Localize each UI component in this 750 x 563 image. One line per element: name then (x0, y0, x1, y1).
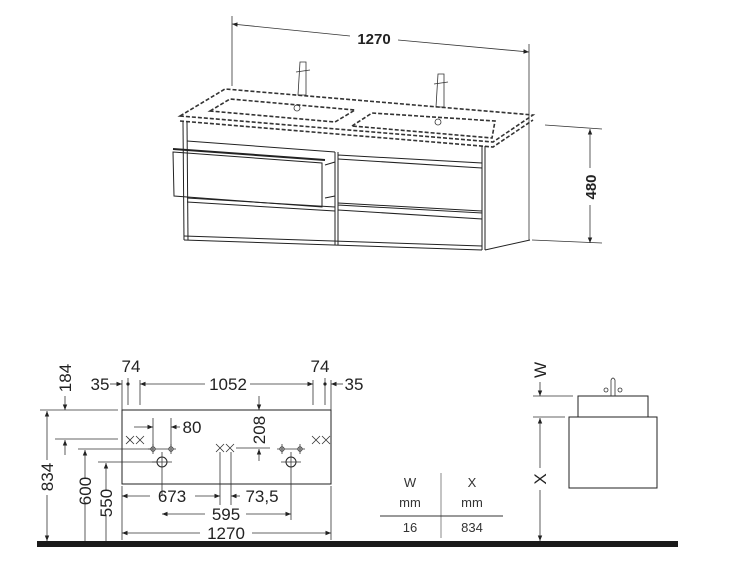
table-header-w: W (404, 475, 417, 490)
table-value-x: 834 (461, 520, 483, 535)
faucet-left (293, 61, 311, 112)
drawer-bottom-left (186, 197, 336, 208)
drawer-top-left-open (172, 151, 323, 208)
height-label: 480 (583, 174, 600, 199)
vanity-cabinet (172, 121, 531, 251)
dim-550: 550 (97, 489, 116, 517)
dim-673: 673 (158, 487, 186, 506)
dim-74-right: 74 (311, 357, 330, 376)
faucet-side (603, 377, 623, 396)
table-unit-x: mm (461, 495, 483, 510)
tap-hole-right (277, 444, 305, 520)
dim-600: 600 (76, 477, 95, 505)
side-w-label: W (531, 362, 550, 378)
dim-834: 834 (38, 463, 57, 491)
table-header-x: X (468, 475, 477, 490)
dim-35-left: 35 (91, 375, 110, 394)
basin-side (577, 395, 649, 418)
floor-line (37, 541, 678, 547)
dim-80: 80 (183, 418, 202, 437)
drawer-top-right (337, 154, 483, 214)
width-dim-arrow-left (231, 22, 351, 37)
fixing-points (125, 435, 331, 453)
basin-right (349, 112, 496, 139)
side-view: W X (531, 362, 658, 541)
dimension-table: W X mm mm 16 834 (380, 473, 503, 538)
dim-74-left: 74 (122, 357, 141, 376)
dim-184: 184 (56, 364, 75, 392)
countertop (177, 88, 536, 143)
width-label: 1270 (357, 31, 390, 48)
basin-left (207, 98, 358, 123)
dim-208: 208 (250, 416, 269, 444)
width-dim-arrow-right (397, 39, 530, 54)
dim-1270: 1270 (207, 524, 245, 543)
dim-1052: 1052 (209, 375, 247, 394)
side-x-label: X (531, 473, 550, 484)
drawer-bottom-right (337, 209, 483, 246)
perspective-view: 1270 (172, 16, 603, 251)
dim-35-right: 35 (345, 375, 364, 394)
dim-595: 595 (212, 505, 240, 524)
table-unit-w: mm (399, 495, 421, 510)
table-value-w: 16 (403, 520, 417, 535)
dim-73-5: 73,5 (245, 487, 278, 506)
cabinet-outline (121, 409, 332, 485)
front-elevation: 35 74 1052 74 35 184 834 600 550 (37, 357, 678, 547)
cabinet-side (568, 416, 658, 489)
faucet-right (433, 73, 449, 126)
